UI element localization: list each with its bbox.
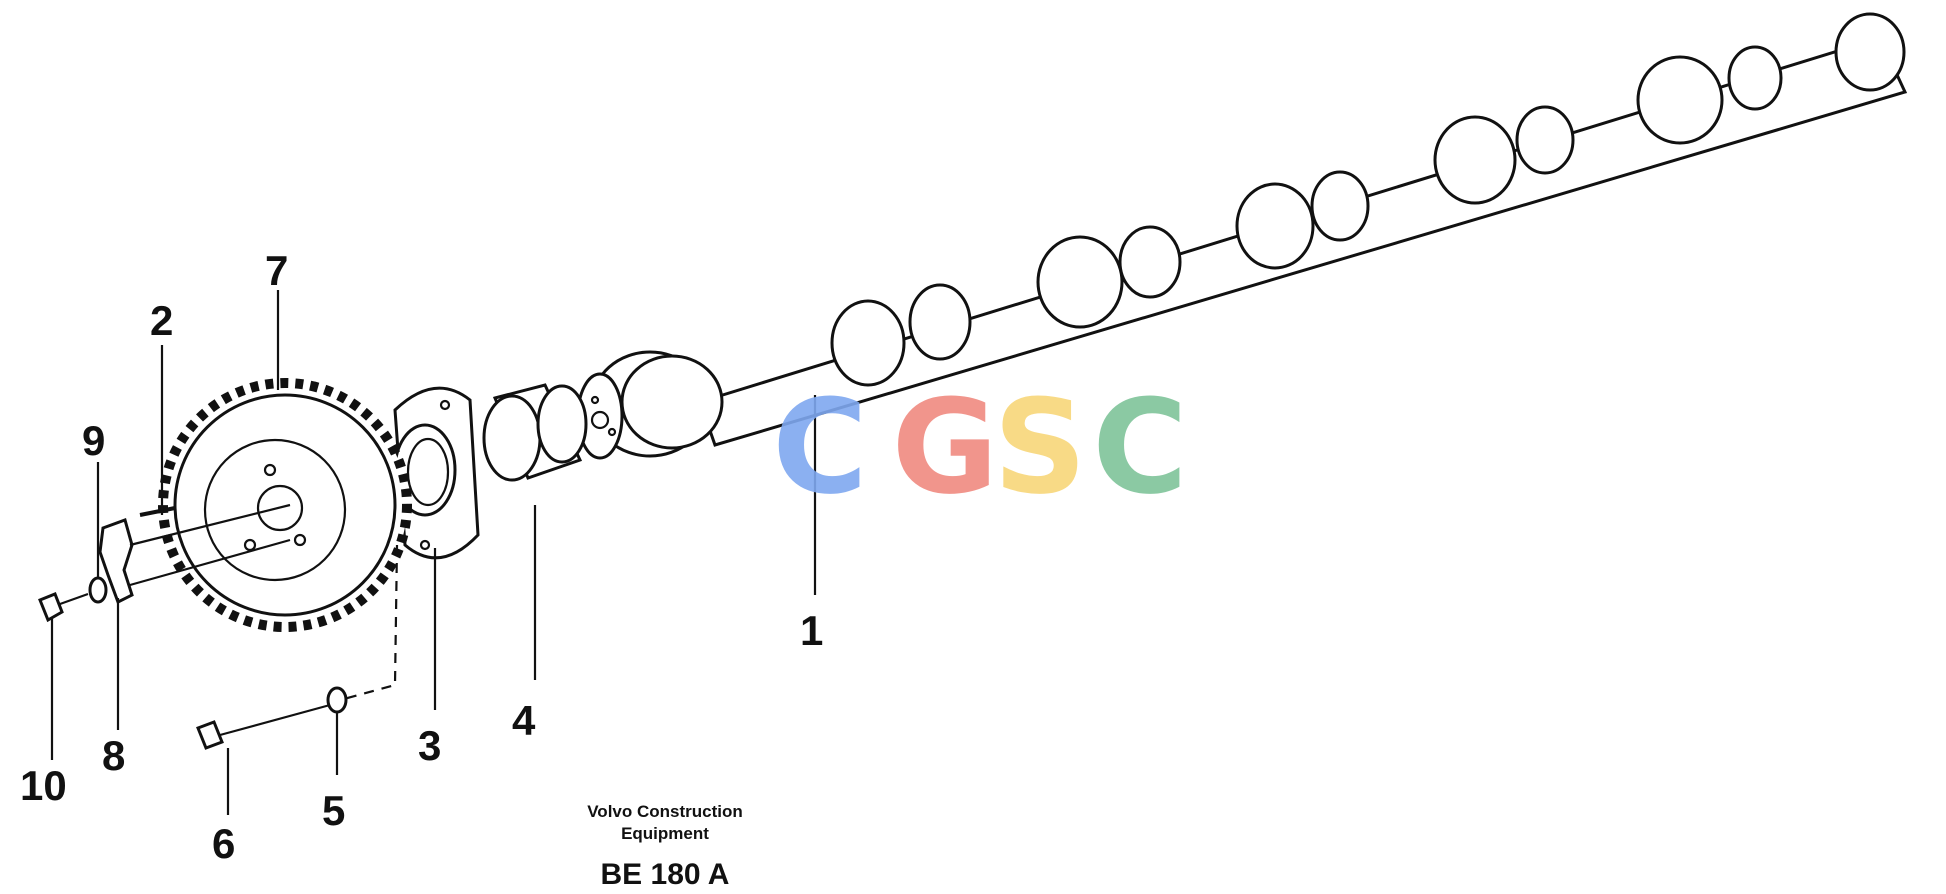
flange-washer <box>326 686 348 714</box>
watermark-letter-s: S <box>993 371 1087 523</box>
assembly-lines <box>129 503 399 702</box>
caption: Volvo Construction Equipment BE 180 A <box>587 802 743 891</box>
callout-8: 8 <box>102 732 125 779</box>
watermark-letter-g: G <box>892 371 999 523</box>
callout-1: 1 <box>800 607 823 654</box>
callout-10: 10 <box>20 762 67 809</box>
flange-bolt <box>196 703 331 750</box>
gear-bolt <box>38 592 89 623</box>
callout-2: 2 <box>150 297 173 344</box>
dowel-pin <box>139 506 176 517</box>
caption-drawing-code: BE 180 A <box>601 858 730 891</box>
locking-plate <box>98 518 134 605</box>
callout-3: 3 <box>418 722 441 769</box>
watermark-letter-c2: C <box>1092 371 1187 523</box>
cgsc-watermark: C G S C <box>772 371 1187 523</box>
camshaft <box>576 12 1908 460</box>
watermark-letter-c1: C <box>772 371 867 523</box>
timing-gear <box>158 378 412 632</box>
leader-lines <box>50 290 817 815</box>
caption-company-line2: Equipment <box>621 824 709 843</box>
callout-9: 9 <box>82 417 105 464</box>
gear-washer <box>88 576 108 604</box>
bushing <box>482 383 588 482</box>
callouts: 1 2 3 4 5 6 7 8 9 10 <box>20 247 823 867</box>
camshaft-journals <box>590 12 1906 458</box>
callout-7: 7 <box>265 247 288 294</box>
callout-4: 4 <box>512 697 536 744</box>
caption-company-line1: Volvo Construction <box>587 802 743 821</box>
callout-5: 5 <box>322 787 345 834</box>
callout-6: 6 <box>212 820 235 867</box>
